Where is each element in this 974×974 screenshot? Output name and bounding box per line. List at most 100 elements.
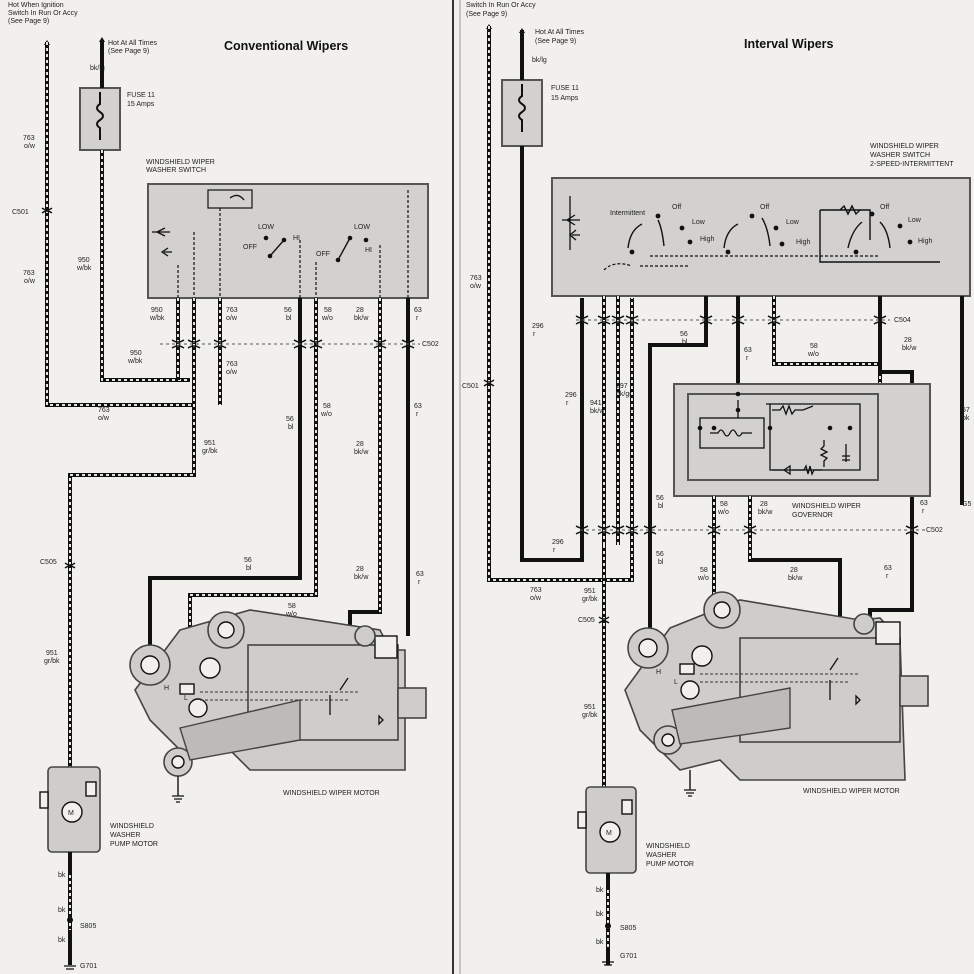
r-wwo-c: w/o (697, 575, 709, 582)
w950-c: 950 (151, 307, 163, 314)
r-wbkw2-b: bk/w (758, 509, 773, 516)
r-wr-c: r (746, 355, 749, 362)
w28-c: 28 (356, 566, 364, 573)
r-motor-l: L (674, 679, 678, 686)
wr-a: r (416, 315, 419, 322)
r-sw-intermittent: Intermittent (610, 210, 645, 217)
r-pump-label-3: PUMP MOTOR (646, 861, 694, 868)
r-wbk-a: bk (596, 887, 604, 894)
fuse-amps: 15 Amps (127, 101, 155, 108)
r-sw-low-3: Low (908, 217, 922, 224)
r-w28-a: 28 (904, 337, 912, 344)
w950-b: 950 (130, 350, 142, 357)
wow-e: o/w (226, 369, 238, 376)
r-hot-ign-line2: (See Page 9) (466, 11, 507, 18)
sw-off-2: OFF (316, 251, 330, 258)
r-washer-contact-icon (562, 196, 580, 250)
w763-c: 763 (98, 407, 110, 414)
wwo-a: w/o (321, 315, 333, 322)
r-motor-h: H (656, 669, 661, 676)
wiper-motor-right (624, 591, 929, 797)
r-w57: 57 (962, 407, 970, 414)
r-governor-box (673, 383, 931, 497)
r-wgrbk-a: gr/bk (582, 596, 598, 603)
r-switch-arcs (627, 204, 940, 263)
hot-ign-line3: (See Page 9) (8, 18, 49, 25)
motor-h-left: H (164, 685, 169, 692)
w763-e: 763 (226, 361, 238, 368)
r-w28-c: 28 (790, 567, 798, 574)
w28-a: 28 (356, 307, 364, 314)
w56-a: 56 (284, 307, 292, 314)
wwbk-b: w/bk (127, 358, 143, 365)
r-g5: G5 (962, 501, 971, 508)
pump-m-left: M (68, 810, 74, 817)
r-c502: C502 (926, 527, 943, 534)
s805-left: S805 (80, 923, 96, 930)
r-connector-c505-icon (598, 616, 610, 624)
wbkw-c: bk/w (354, 574, 369, 581)
r-sw-off-2: Off (760, 204, 769, 211)
r-wow-b: o/w (530, 595, 542, 602)
conventional-wipers-diagram: Conventional Wipers Hot When Ignition Sw… (8, 2, 439, 970)
r-w763-a: 763 (470, 275, 482, 282)
r-wr-c: r (553, 547, 556, 554)
motor-l-left: L (184, 695, 188, 702)
r-sw-high-1: High (700, 236, 715, 243)
wbkw-a: bk/w (354, 315, 369, 322)
r-wbkw2-c: bk/w (788, 575, 803, 582)
r-w58-b: 58 (720, 501, 728, 508)
r-hot-all-line1: Hot At All Times (535, 29, 585, 36)
switch-link (207, 189, 253, 209)
r-splice-s805 (605, 923, 611, 929)
r-connector-c501-icon (483, 379, 495, 387)
r-wbk-57: bk (962, 415, 970, 422)
w56-c: 56 (244, 557, 252, 564)
r-fuse-amps: 15 Amps (551, 95, 579, 102)
w56-b: 56 (286, 416, 294, 423)
r-c501: C501 (462, 383, 479, 390)
w58-c: 58 (288, 603, 296, 610)
r-wgrbk-b: gr/bk (582, 712, 598, 719)
connector-c505-icon (64, 562, 76, 569)
connector-c502-icon (171, 339, 415, 349)
wbk-left-a: bk (58, 872, 66, 879)
r-wr-a: r (533, 331, 536, 338)
r-w63-a: 63 (744, 347, 752, 354)
connector-c501-icon (41, 207, 53, 214)
w58-b: 58 (323, 403, 331, 410)
r-pump-label-1: WINDSHIELD (646, 843, 690, 850)
r-w951-b: 951 (584, 704, 596, 711)
r-governor-label-1: WINDSHIELD WIPER (792, 503, 861, 510)
wow-c: o/w (98, 415, 110, 422)
ground-g701-icon (64, 965, 76, 970)
w63-c: 63 (416, 571, 424, 578)
r-wbk-c: bk (596, 939, 604, 946)
r-hot-all-line2: (See Page 9) (535, 38, 576, 45)
r-wbkw: bk/w (590, 408, 605, 415)
r-sw-off-1: Off (672, 204, 681, 211)
r-wwo-a: w/o (807, 351, 819, 358)
r-w296-b: 296 (565, 392, 577, 399)
hot-ign-line1: Hot When Ignition (8, 2, 64, 9)
fuse-icon (96, 92, 104, 140)
r-wbkgr: bk/gr (616, 391, 632, 398)
wbl-c: bl (246, 565, 252, 572)
hot-ign-line2: Switch In Run Or Accy (8, 10, 78, 17)
r-wbl-b: bl (658, 503, 664, 510)
wgrbk-a: gr/bk (202, 448, 218, 455)
r-w58-c: 58 (700, 567, 708, 574)
r-w941: 941 (590, 400, 602, 407)
w28-b: 28 (356, 441, 364, 448)
r-sw-low-1: Low (692, 219, 706, 226)
r-ground-icon (684, 789, 696, 797)
r-governor-circuit (699, 380, 861, 476)
wiper-motor-left (129, 609, 427, 803)
ground-icon (172, 795, 184, 803)
sw-off-1: OFF (243, 244, 257, 251)
r-w951-a: 951 (584, 588, 596, 595)
sw-low-2: LOW (354, 224, 370, 231)
title-interval: Interval Wipers (744, 37, 834, 51)
pump-label-left-2: WASHER (110, 832, 140, 839)
wire-56-left (148, 298, 302, 650)
